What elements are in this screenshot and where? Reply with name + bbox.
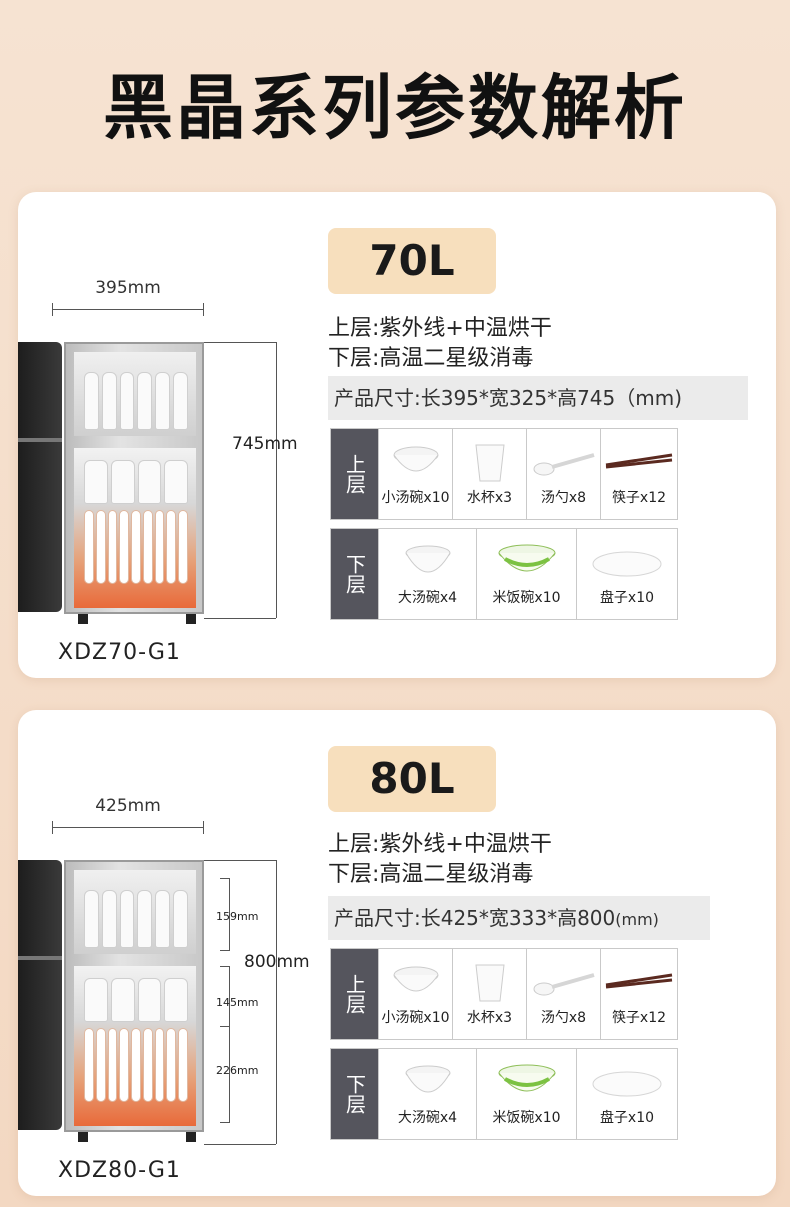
large-bowl-icon	[405, 545, 450, 573]
feature-lower: 下层:高温二星级消毒	[328, 346, 534, 371]
width-label: 425mm	[95, 796, 161, 816]
item-large-bowl: 大汤碗x4	[379, 529, 477, 619]
lower-layer-table: 下层 大汤碗x4 米饭碗x10 盘子x10	[330, 528, 678, 620]
width-label: 395mm	[95, 278, 161, 298]
height-dimension: 800mm	[204, 860, 310, 1145]
size-bar: 产品尺寸:长395*宽325*高745（mm)	[328, 376, 748, 420]
item-spoon: 汤勺x8	[527, 949, 601, 1039]
item-plate: 盘子x10	[577, 1049, 677, 1139]
item-small-bowl: 小汤碗x10	[379, 429, 453, 519]
item-chopsticks: 筷子x12	[601, 429, 677, 519]
item-rice-bowl: 米饭碗x10	[477, 529, 577, 619]
section-dim-bottom: 226mm	[216, 1064, 259, 1077]
item-cup: 水杯x3	[453, 429, 527, 519]
lower-layer-label: 下层	[331, 1049, 379, 1139]
chopsticks-icon	[605, 973, 673, 989]
rice-bowl-icon	[498, 544, 555, 572]
height-dimension: 745mm	[204, 342, 298, 619]
section-dim-top: 159mm	[216, 910, 259, 923]
model-number: XDZ80-G1	[58, 1158, 181, 1183]
plate-icon	[592, 1071, 662, 1097]
capacity-badge: 80L	[328, 746, 496, 812]
section-dim-middle: 145mm	[216, 996, 259, 1009]
width-dimension: 425mm	[52, 796, 204, 838]
page-title: 黑晶系列参数解析	[103, 67, 687, 149]
size-bar: 产品尺寸:长425*宽333*高800(mm)	[328, 896, 710, 940]
large-bowl-icon	[405, 1065, 450, 1093]
item-cup: 水杯x3	[453, 949, 527, 1039]
upper-layer-table: 上层 小汤碗x10 水杯x3 汤勺x8 筷子x12	[330, 948, 678, 1040]
item-spoon: 汤勺x8	[527, 429, 601, 519]
item-plate: 盘子x10	[577, 529, 677, 619]
plate-icon	[592, 551, 662, 577]
spec-card-70l: 395mm 745mm XDZ70-G1 70L 上层:紫外线+中温烘干 下层:…	[18, 192, 776, 678]
lower-layer-label: 下层	[331, 529, 379, 619]
item-small-bowl: 小汤碗x10	[379, 949, 453, 1039]
rice-bowl-icon	[498, 1064, 555, 1092]
small-bowl-icon	[393, 966, 438, 992]
cabinet-image	[18, 860, 204, 1142]
height-label: 745mm	[232, 434, 298, 454]
size-unit: (mm)	[615, 910, 659, 929]
item-rice-bowl: 米饭碗x10	[477, 1049, 577, 1139]
item-large-bowl: 大汤碗x4	[379, 1049, 477, 1139]
item-chopsticks: 筷子x12	[601, 949, 677, 1039]
small-bowl-icon	[393, 446, 438, 472]
size-text: 产品尺寸:长395*宽325*高745（mm)	[334, 386, 683, 410]
upper-layer-label: 上层	[331, 949, 379, 1039]
lower-layer-table: 下层 大汤碗x4 米饭碗x10 盘子x10	[330, 1048, 678, 1140]
height-label: 800mm	[244, 952, 310, 972]
feature-upper: 上层:紫外线+中温烘干	[328, 832, 552, 857]
cup-icon	[474, 964, 505, 1002]
cabinet-image	[18, 342, 204, 624]
capacity-badge: 70L	[328, 228, 496, 294]
cup-icon	[474, 444, 505, 482]
feature-lower: 下层:高温二星级消毒	[328, 862, 534, 887]
spoon-icon	[533, 973, 595, 996]
spoon-icon	[533, 453, 595, 476]
upper-layer-label: 上层	[331, 429, 379, 519]
width-dimension: 395mm	[52, 278, 204, 320]
upper-layer-table: 上层 小汤碗x10 水杯x3 汤勺x8 筷子x12	[330, 428, 678, 520]
size-text: 产品尺寸:长425*宽333*高800	[334, 906, 616, 930]
chopsticks-icon	[605, 453, 673, 469]
feature-upper: 上层:紫外线+中温烘干	[328, 316, 552, 341]
model-number: XDZ70-G1	[58, 640, 181, 665]
spec-card-80l: 425mm 159mm 145mm 226mm	[18, 710, 776, 1196]
